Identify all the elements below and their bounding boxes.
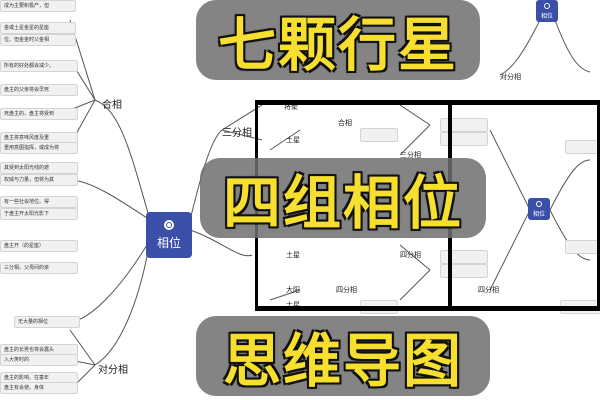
- note-9: 权威与力量，但将为其: [0, 174, 78, 186]
- note-11: 于盘主开太阳光影下: [0, 208, 78, 220]
- central-node-label: 相位: [156, 235, 181, 250]
- caption-banner-top: 七颗行星: [196, 0, 480, 80]
- note-7: 重用意图指挥，或成为将: [0, 142, 78, 154]
- caption-middle: 四组相位: [222, 169, 463, 237]
- frame-v-right: [597, 100, 600, 311]
- branch-square-far: 四分相: [478, 286, 499, 294]
- caption-banner-bottom: 思维导图: [196, 316, 490, 396]
- branch-opposition: 对分相: [98, 365, 128, 376]
- note-8: 其受到太阳光线的遮: [0, 162, 78, 174]
- mid-node-c: [440, 250, 488, 264]
- branch-trine-mid: 三分相: [400, 151, 421, 159]
- mid-node-a: [440, 118, 488, 132]
- mini-central-label-top: 相位: [540, 12, 553, 20]
- branch-conj-mid: 合相: [338, 119, 352, 127]
- small-label-3: 大阳: [286, 286, 300, 294]
- target-icon: [544, 2, 550, 9]
- mid-node-e: [360, 128, 398, 142]
- note-13: 三分相。父母间的亲: [0, 262, 78, 274]
- small-label-4: 土星: [286, 301, 300, 309]
- right-node-a: [565, 140, 600, 154]
- branch-conjunction: 合相: [102, 100, 122, 111]
- note-3: 所有的好处都会减少。: [0, 60, 78, 72]
- mini-central-node-top: 相位: [536, 0, 558, 22]
- note-12: 盘主开（的星座）: [0, 240, 78, 252]
- note-14: 无大量的相位: [14, 316, 80, 328]
- small-label-2: 土星: [286, 136, 300, 144]
- central-node[interactable]: 相位: [146, 212, 192, 258]
- caption-top: 七颗行星: [217, 11, 458, 79]
- note-5: 死盘主的，盘主将受到: [0, 108, 78, 120]
- mini-central-label-mid: 相位: [532, 210, 545, 218]
- note-18: 盘主有会使。身体: [0, 382, 78, 394]
- frame-h-bottom: [255, 306, 600, 311]
- small-label-1: 土星: [286, 251, 300, 259]
- branch-trine: 三分相: [222, 128, 252, 139]
- note-16: 入大笑时的: [0, 354, 78, 366]
- caption-banner-middle: 四组相位: [200, 158, 486, 238]
- small-label-0: 将聚: [284, 103, 298, 111]
- right-node-b: [565, 240, 600, 254]
- mini-central-node-mid: 相位: [528, 198, 550, 220]
- target-icon: [536, 200, 542, 207]
- mid-node-d: [440, 264, 488, 278]
- caption-bottom: 思维导图: [222, 327, 463, 395]
- note-1: 金或土星金星的星座: [0, 22, 76, 34]
- mid-node-b: [440, 132, 488, 146]
- branch-square-right: 四分相: [400, 251, 421, 259]
- note-2: 位。但金金时父金相: [0, 34, 76, 46]
- branch-opp-right: 对分相: [500, 73, 521, 81]
- frame-h-top: [255, 100, 600, 105]
- note-4: 盘主的父亲将会早死: [0, 84, 78, 96]
- target-icon: [164, 219, 174, 230]
- note-0: 成为主要积极产，但: [0, 0, 76, 12]
- note-10: 有一些社会地位。得: [0, 196, 78, 208]
- branch-square-mid: 四分相: [336, 286, 357, 294]
